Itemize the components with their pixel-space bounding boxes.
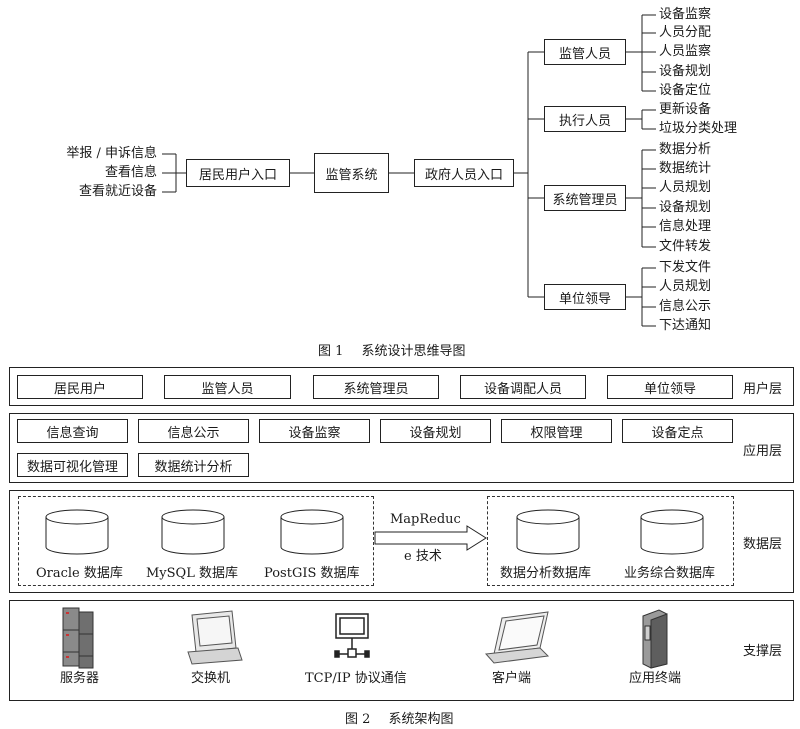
- government-entry-node: 政府人员入口: [414, 159, 514, 187]
- support-label: 客户端: [492, 671, 532, 686]
- switch-icon: [187, 610, 243, 665]
- terminal-icon: [642, 609, 668, 669]
- mysql-db-icon: [161, 509, 225, 555]
- mapreduce-arrow-icon: [374, 525, 487, 551]
- app-item: 信息查询: [17, 419, 128, 443]
- db-label: MySQL 数据库: [146, 566, 238, 581]
- oracle-db-icon: [45, 509, 109, 555]
- app-item: 数据统计分析: [138, 453, 249, 477]
- branch-executor: 执行人员: [544, 106, 626, 132]
- user-item: 居民用户: [17, 375, 143, 399]
- support-label: TCP/IP 协议通信: [305, 671, 407, 686]
- left-leaf-nearby-device: 查看就近设备: [78, 184, 157, 199]
- support-label: 服务器: [60, 671, 100, 686]
- analysis-db-icon: [516, 509, 580, 555]
- db-label: 业务综合数据库: [624, 566, 716, 581]
- leaf: 设备规划: [659, 64, 712, 79]
- leaf: 人员监察: [659, 44, 712, 59]
- postgis-db-icon: [280, 509, 344, 555]
- leaf: 下达通知: [659, 318, 712, 333]
- user-layer-label: 用户层: [743, 382, 783, 397]
- leaf: 设备规划: [659, 200, 712, 215]
- application-layer-label: 应用层: [743, 444, 783, 459]
- db-label: Oracle 数据库: [36, 566, 123, 581]
- server-icon: [62, 607, 94, 669]
- leaf: 垃圾分类处理: [659, 121, 738, 136]
- leaf: 人员规划: [659, 279, 712, 294]
- figure2-caption-number: 图 2: [345, 712, 371, 727]
- data-layer-label: 数据层: [743, 537, 783, 552]
- leaf: 设备定位: [659, 83, 712, 98]
- left-leaf-report: 举报 / 申诉信息: [66, 146, 157, 161]
- user-item: 设备调配人员: [460, 375, 586, 399]
- leaf: 下发文件: [659, 260, 712, 275]
- branch-supervisor: 监管人员: [544, 39, 626, 65]
- app-item: 信息公示: [138, 419, 249, 443]
- leaf: 信息公示: [659, 299, 712, 314]
- leaf: 人员规划: [659, 180, 712, 195]
- leaf: 更新设备: [659, 102, 712, 117]
- leaf: 文件转发: [659, 239, 712, 254]
- user-item: 单位领导: [607, 375, 733, 399]
- resident-entry-node: 居民用户入口: [186, 159, 290, 187]
- user-item: 系统管理员: [313, 375, 439, 399]
- leaf: 设备监察: [659, 7, 712, 22]
- branch-sysadmin: 系统管理员: [544, 185, 626, 211]
- support-label: 交换机: [191, 671, 231, 686]
- figure1-caption-title: 系统设计思维导图: [361, 344, 466, 359]
- leaf: 数据统计: [659, 161, 712, 176]
- figure1-caption-number: 图 1: [318, 344, 344, 359]
- app-item: 设备规划: [380, 419, 491, 443]
- user-layer: [9, 367, 794, 406]
- business-db-icon: [640, 509, 704, 555]
- center-node: 监管系统: [314, 153, 389, 193]
- db-label: 数据分析数据库: [500, 566, 592, 581]
- user-item: 监管人员: [164, 375, 291, 399]
- mapreduce-label-line1: MapReduc: [390, 512, 461, 527]
- leaf: 人员分配: [659, 25, 712, 40]
- branch-leader: 单位领导: [544, 284, 626, 310]
- target-databases-group: [487, 496, 734, 586]
- figure2-caption: 图 2 系统架构图: [345, 708, 454, 727]
- leaf: 信息处理: [659, 219, 712, 234]
- source-databases-group: [18, 496, 374, 586]
- support-layer-label: 支撑层: [743, 644, 783, 659]
- network-icon: [334, 613, 370, 658]
- figure2-caption-title: 系统架构图: [388, 712, 454, 727]
- leaf: 数据分析: [659, 142, 712, 157]
- app-item: 设备定点: [622, 419, 733, 443]
- figure1-caption: 图 1 系统设计思维导图: [318, 340, 466, 359]
- laptop-icon: [484, 611, 550, 664]
- app-item: 权限管理: [501, 419, 612, 443]
- app-item: 数据可视化管理: [17, 453, 128, 477]
- left-leaf-view-info: 查看信息: [104, 165, 157, 180]
- support-label: 应用终端: [629, 671, 682, 686]
- mapreduce-label-line2: e 技术: [404, 549, 442, 564]
- app-item: 设备监察: [259, 419, 370, 443]
- application-layer: [9, 413, 794, 483]
- db-label: PostGIS 数据库: [264, 566, 360, 581]
